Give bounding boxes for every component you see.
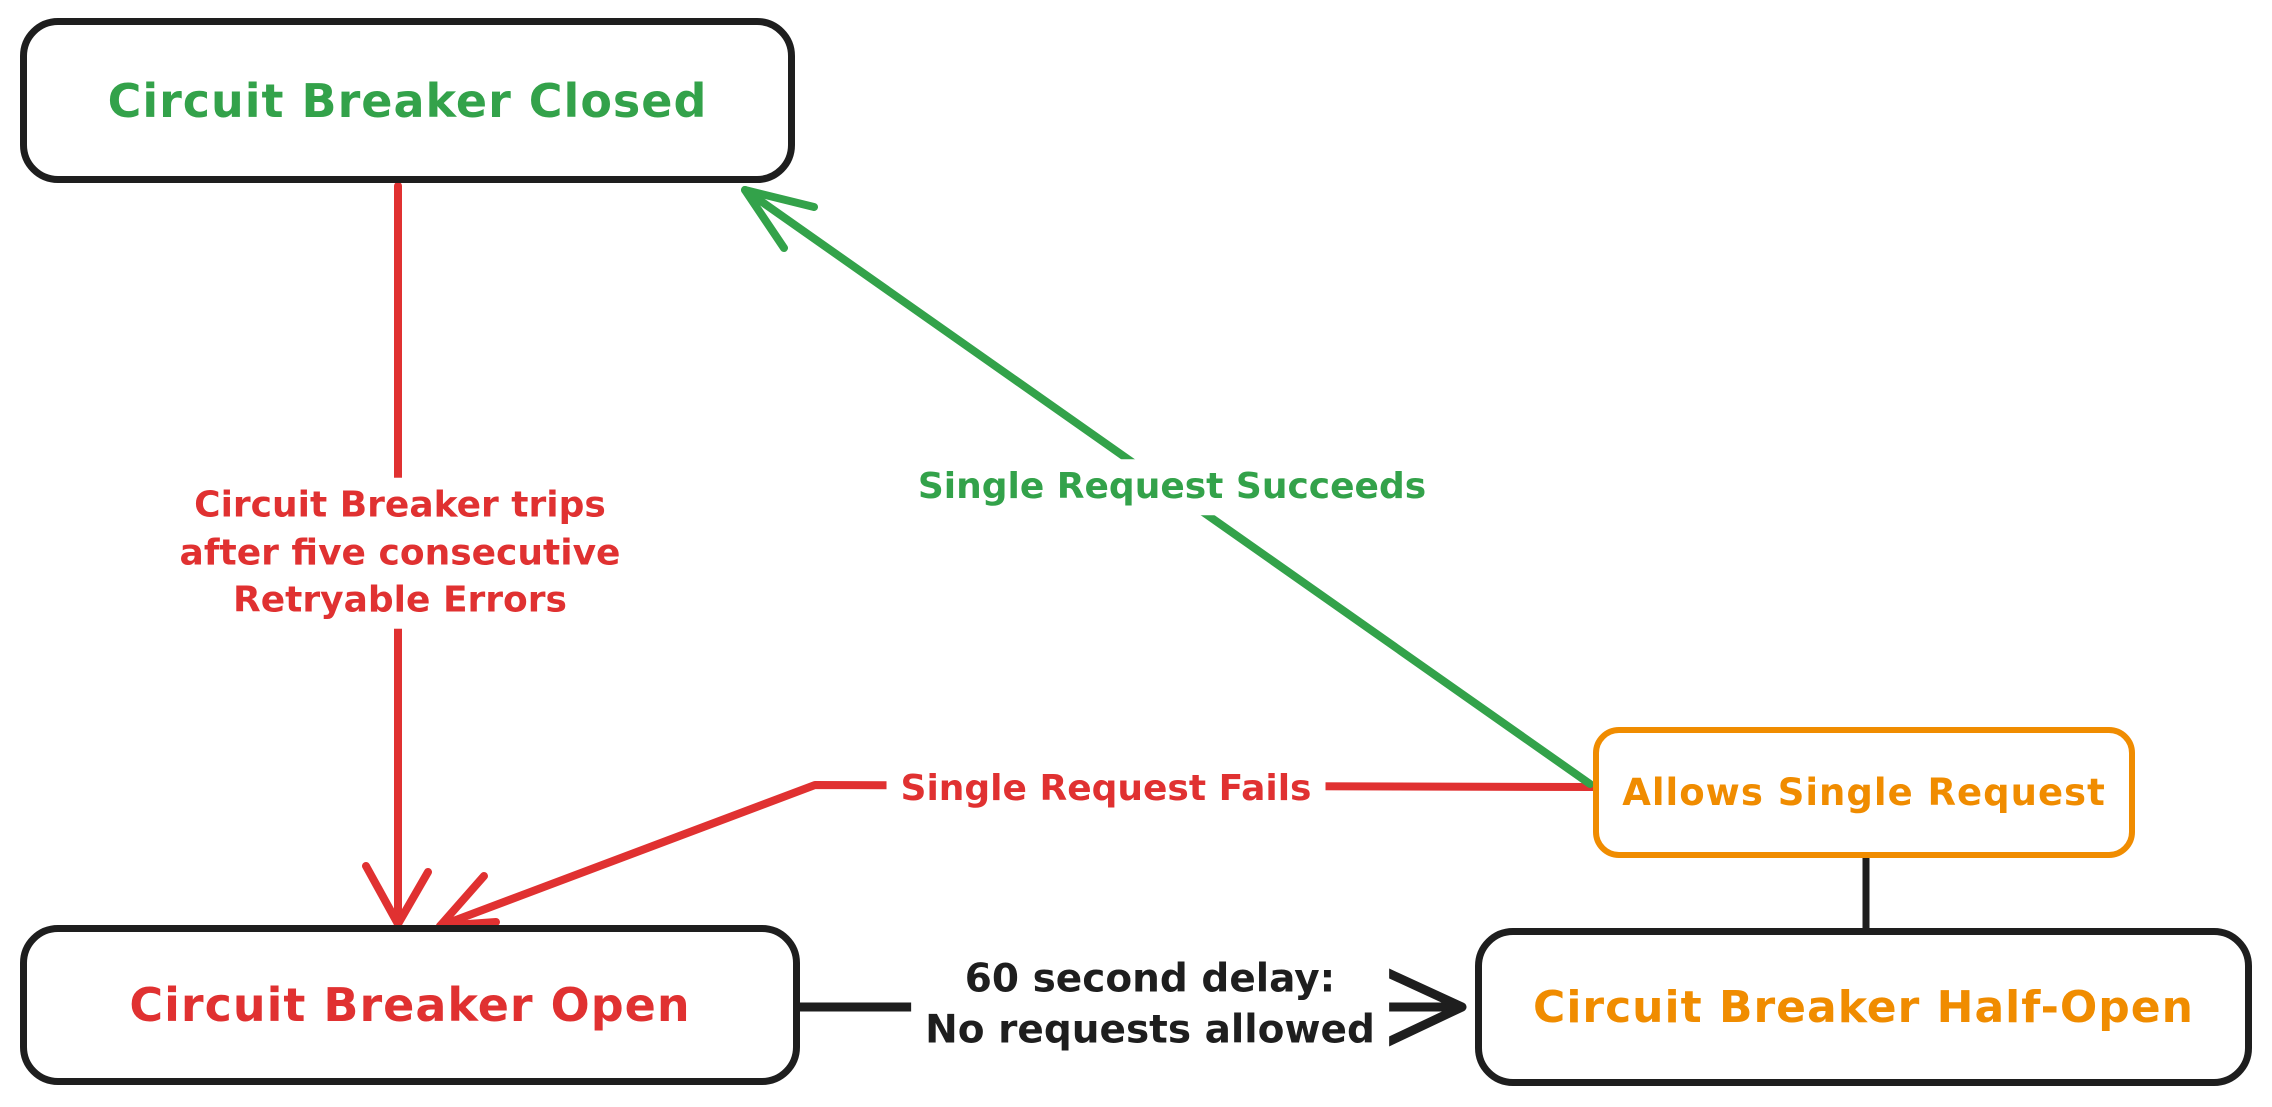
edge-trip-arrowhead-icon	[362, 862, 432, 928]
edge-delay-arrowhead-icon	[1381, 967, 1467, 1047]
state-circuit-breaker-open: Circuit Breaker Open	[20, 925, 800, 1085]
edge-label-delay-line1: 60 second delay:	[964, 956, 1336, 1002]
state-circuit-breaker-half-open: Circuit Breaker Half-Open	[1475, 928, 2252, 1086]
edge-fails-line	[436, 781, 1597, 930]
edge-label-trip-line3: Retryable Errors	[233, 579, 567, 621]
edge-succeeds-arrowhead-icon	[741, 186, 818, 252]
state-label-allows-single-request: Allows Single Request	[1622, 771, 2106, 814]
edge-label-delay: 60 second delay: No requests allowed	[911, 949, 1389, 1061]
state-label-half-open: Circuit Breaker Half-Open	[1533, 981, 2194, 1033]
state-label-open: Circuit Breaker Open	[129, 978, 691, 1032]
edge-label-trip-line1: Circuit Breaker trips	[194, 484, 606, 526]
edge-label-fails: Single Request Fails	[886, 761, 1326, 817]
edge-label-trip-line2: after five consecutive	[179, 532, 621, 574]
edge-label-delay-line2: No requests allowed	[925, 1008, 1375, 1053]
state-allows-single-request: Allows Single Request	[1593, 727, 2135, 858]
edge-label-trip: Circuit Breaker trips after five consecu…	[165, 477, 635, 629]
edge-label-succeeds: Single Request Succeeds	[903, 459, 1441, 515]
state-label-closed: Circuit Breaker Closed	[107, 73, 708, 128]
state-circuit-breaker-closed: Circuit Breaker Closed	[20, 18, 795, 183]
